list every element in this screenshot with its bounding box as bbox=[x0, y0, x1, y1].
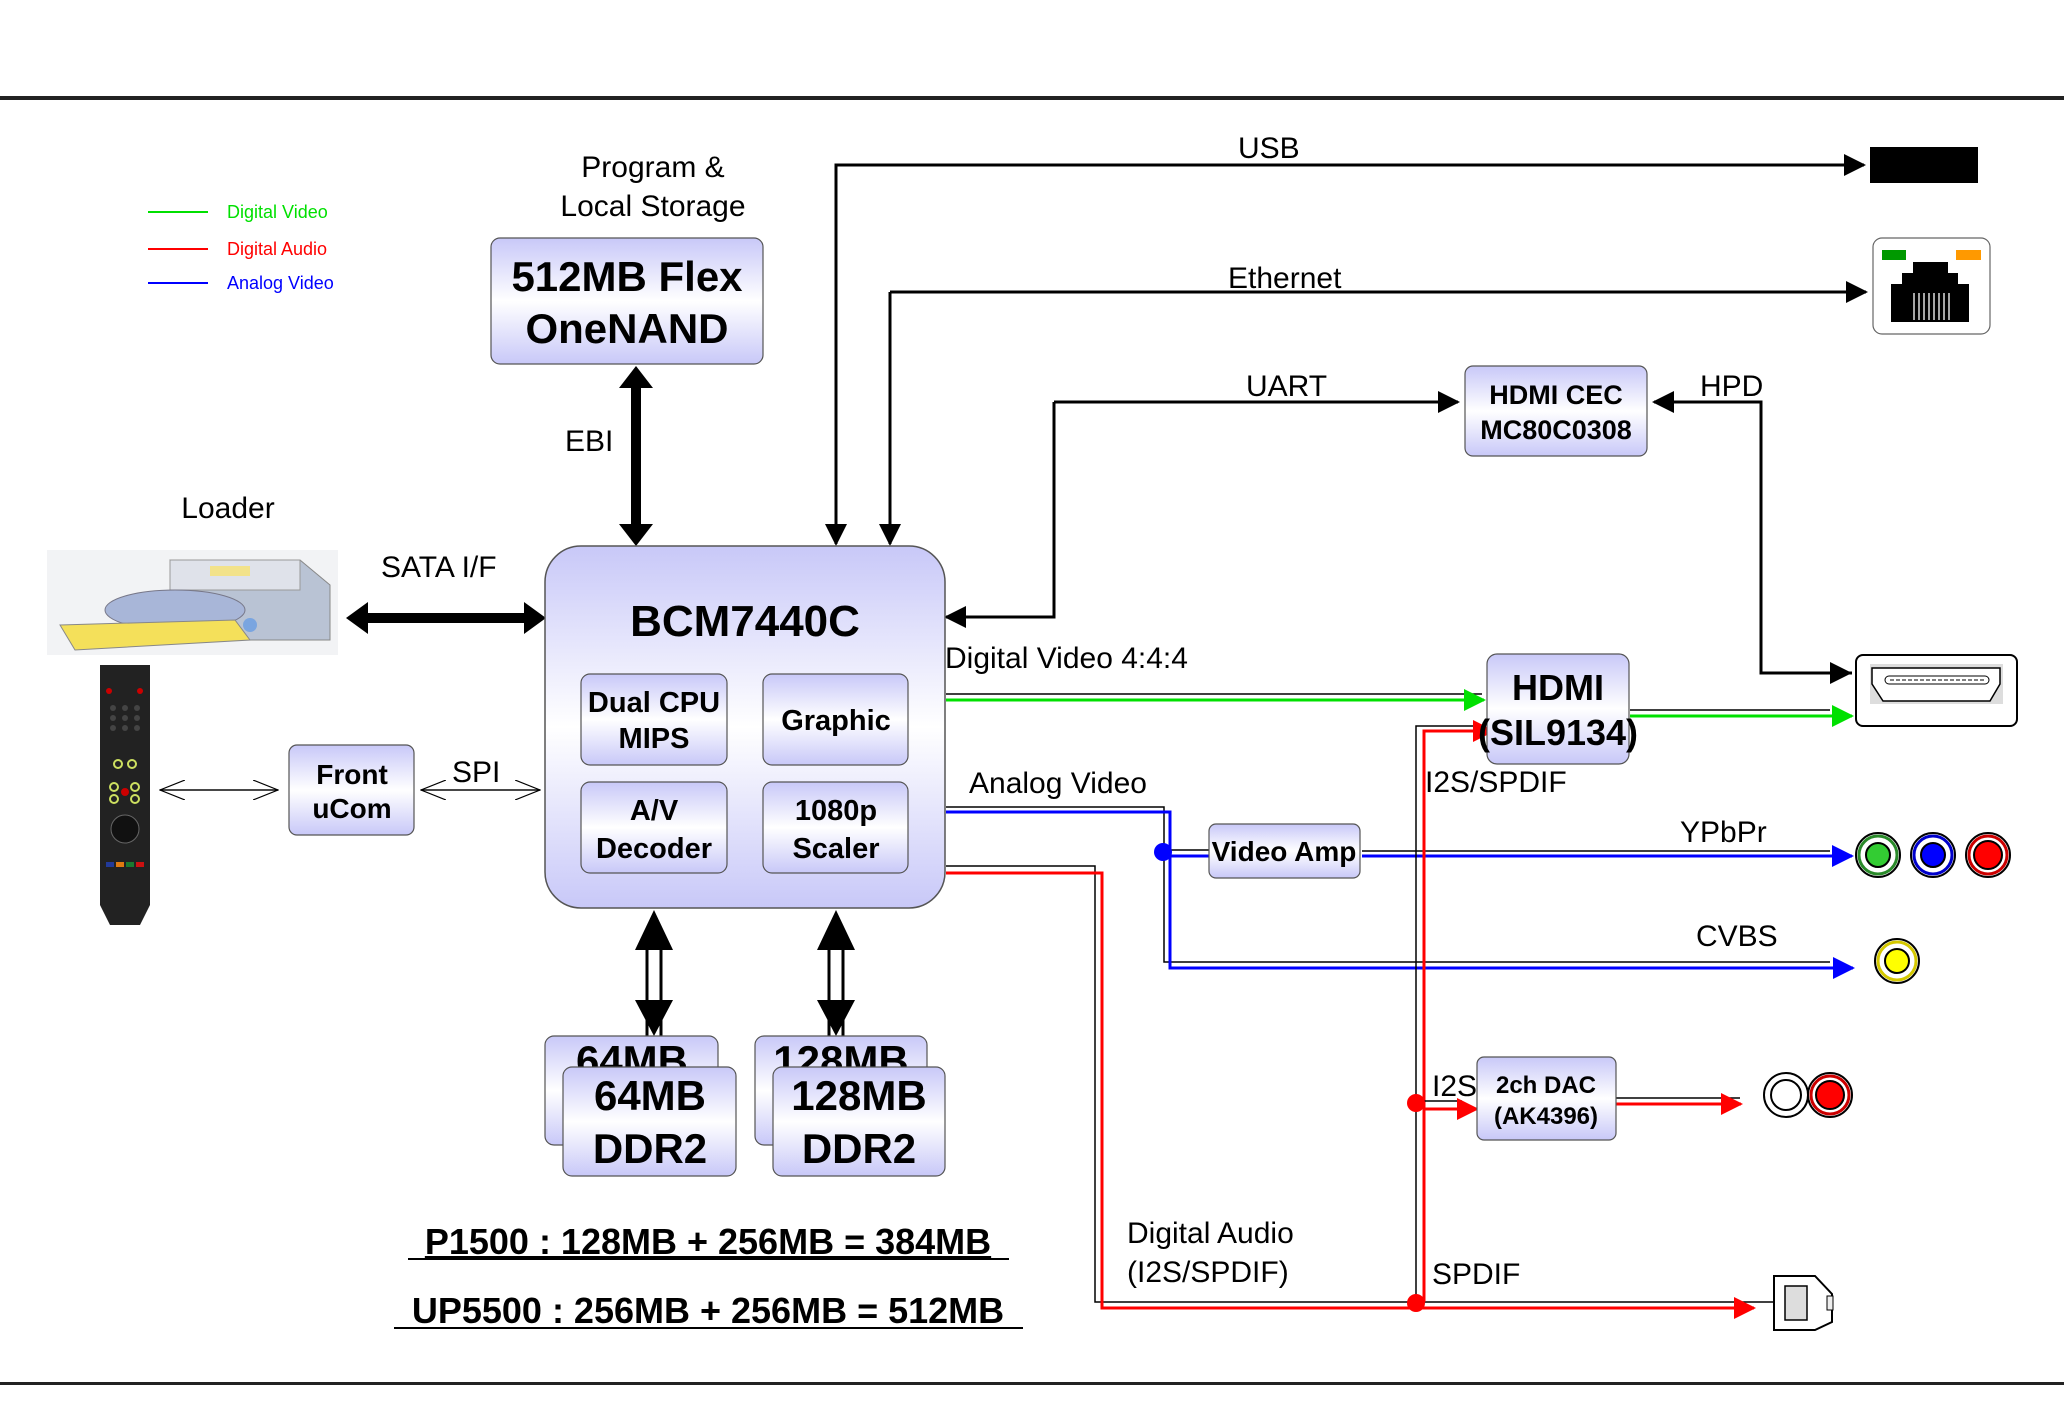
ebi-label: EBI bbox=[565, 425, 613, 458]
soc-block-graphic-label: Graphic bbox=[781, 705, 891, 737]
soc-block-scaler-label-2: Scaler bbox=[792, 833, 879, 865]
soc-block-decoder-label-2: Decoder bbox=[596, 833, 712, 865]
hpd-label: HPD bbox=[1700, 370, 1763, 403]
soc-title: BCM7440C bbox=[630, 597, 860, 646]
soc-block-cpu-label-1: Dual CPU bbox=[588, 687, 720, 719]
optical-spdif-port-icon bbox=[1773, 1275, 1834, 1331]
video-amp-label: Video Amp bbox=[1212, 836, 1357, 867]
nand-caption-1: Program & bbox=[581, 151, 724, 184]
spdif-label: SPDIF bbox=[1432, 1258, 1520, 1291]
hdmi-tx-label-2: (SIL9134) bbox=[1478, 712, 1638, 753]
nand-flash: Program & Local Storage 512MB Flex OneNA… bbox=[490, 151, 764, 365]
digital-audio-link: I2S/SPDIF I2S SPDIF Digital Audio (I2S/S… bbox=[946, 720, 1830, 1319]
sata-label: SATA I/F bbox=[381, 551, 497, 584]
uart-label: UART bbox=[1246, 370, 1327, 403]
top-rule bbox=[0, 96, 2064, 100]
optical-drive-icon bbox=[47, 550, 338, 655]
loader: Loader bbox=[47, 492, 338, 655]
i2s-spdif-label: I2S/SPDIF bbox=[1425, 766, 1567, 799]
analog-video-link: Analog Video CVBS bbox=[946, 767, 1855, 979]
ebi-bus: EBI bbox=[565, 366, 653, 546]
cvbs-label: CVBS bbox=[1696, 920, 1778, 953]
composite-video-jack-icon bbox=[1874, 938, 1920, 984]
jack-y-green-icon bbox=[1855, 832, 1901, 878]
ddr-bus-2 bbox=[817, 910, 855, 1041]
hdmi-tx-label-1: HDMI bbox=[1512, 667, 1604, 708]
bottom-rule bbox=[0, 1382, 2064, 1385]
dac-label-1: 2ch DAC bbox=[1496, 1072, 1596, 1099]
ypbpr-label: YPbPr bbox=[1680, 816, 1767, 849]
soc-block-decoder-label-1: A/V bbox=[630, 795, 679, 827]
front-ucom-title-2: uCom bbox=[312, 793, 391, 824]
memory-size-label: 128MB bbox=[791, 1072, 926, 1119]
digital-audio-label-1: Digital Audio bbox=[1127, 1217, 1294, 1250]
memory-ddr2-2: 128MB 128MB DDR2 bbox=[754, 1035, 946, 1177]
jack-audio-red-icon bbox=[1807, 1072, 1853, 1118]
soc-block-cpu bbox=[580, 673, 728, 766]
spi-link: SPI bbox=[421, 756, 540, 790]
digital-audio-label-2: (I2S/SPDIF) bbox=[1127, 1256, 1289, 1289]
sata-bus: SATA I/F bbox=[346, 551, 546, 634]
digital-video-label: Digital Video 4:4:4 bbox=[945, 642, 1188, 675]
jack-pb-blue-icon bbox=[1910, 832, 1956, 878]
soc-block-scaler-label-1: 1080p bbox=[795, 795, 877, 827]
hdmi-cec-label-2: MC80C0308 bbox=[1480, 415, 1632, 445]
legend-label-digital-audio: Digital Audio bbox=[227, 239, 327, 259]
dac-label-2: (AK4396) bbox=[1494, 1103, 1598, 1130]
i2s-junction bbox=[1407, 1094, 1425, 1112]
hdmi-port-icon bbox=[1855, 654, 2018, 727]
legend-label-digital-video: Digital Video bbox=[227, 202, 328, 222]
ethernet-port-icon bbox=[1872, 237, 1991, 335]
memory-type-label: DDR2 bbox=[593, 1125, 707, 1172]
hdmi-transmitter: HDMI (SIL9134) bbox=[1478, 653, 1638, 765]
usb-port-icon bbox=[1870, 147, 1978, 183]
nand-caption-2: Local Storage bbox=[560, 190, 745, 223]
audio-dac: 2ch DAC (AK4396) bbox=[1476, 1056, 1617, 1141]
front-ucom: Front uCom bbox=[288, 744, 415, 836]
soc-bcm7440c: BCM7440C Dual CPU MIPS Graphic A/V Decod… bbox=[544, 545, 946, 909]
component-video-jacks bbox=[1855, 832, 2011, 878]
remote-control-icon bbox=[100, 665, 150, 925]
i2s-label: I2S bbox=[1432, 1070, 1477, 1103]
hpd-connection: HPD bbox=[1652, 370, 1852, 684]
loader-caption: Loader bbox=[181, 492, 274, 525]
spdif-junction bbox=[1407, 1294, 1425, 1312]
legend: Digital Video Digital Audio Analog Video bbox=[148, 202, 334, 293]
analog-audio-jacks bbox=[1763, 1072, 1853, 1118]
spi-label: SPI bbox=[452, 756, 500, 789]
jack-audio-white-icon bbox=[1763, 1072, 1809, 1118]
hdmi-out-link bbox=[1630, 705, 1854, 727]
soc-block-decoder bbox=[580, 781, 728, 874]
usb-label: USB bbox=[1238, 132, 1300, 165]
nand-title-2: OneNAND bbox=[525, 305, 728, 352]
jack-pr-red-icon bbox=[1965, 832, 2011, 878]
memory-ddr2-1: 64MB 64MB DDR2 bbox=[544, 1035, 737, 1177]
soc-block-cpu-label-2: MIPS bbox=[619, 723, 690, 755]
digital-video-link: Digital Video 4:4:4 bbox=[945, 642, 1486, 711]
ddr-bus-1 bbox=[635, 910, 673, 1041]
memory-type-label: DDR2 bbox=[802, 1125, 916, 1172]
ethernet-label: Ethernet bbox=[1228, 262, 1342, 295]
hdmi-cec-label-1: HDMI CEC bbox=[1489, 380, 1623, 410]
memory-size-label: 64MB bbox=[594, 1072, 706, 1119]
soc-block-scaler bbox=[762, 781, 909, 874]
uart-connection: UART bbox=[944, 370, 1460, 628]
ypbpr-link: YPbPr bbox=[1362, 816, 1854, 867]
hdmi-cec: HDMI CEC MC80C0308 bbox=[1464, 365, 1648, 457]
soc-block-graphic bbox=[762, 673, 909, 766]
analog-video-label: Analog Video bbox=[969, 767, 1147, 800]
ethernet-connection: Ethernet bbox=[879, 262, 1868, 546]
nand-title-1: 512MB Flex bbox=[511, 253, 743, 300]
config-note-up5500: UP5500 : 256MB + 256MB = 512MB bbox=[412, 1290, 1004, 1331]
legend-label-analog-video: Analog Video bbox=[227, 273, 334, 293]
usb-connection: USB bbox=[825, 132, 1866, 546]
config-note-p1500: P1500 : 128MB + 256MB = 384MB bbox=[425, 1221, 991, 1262]
config-notes: P1500 : 128MB + 256MB = 384MB UP5500 : 2… bbox=[394, 1221, 1023, 1331]
analog-video-junction bbox=[1154, 843, 1172, 861]
video-amp: Video Amp bbox=[1208, 823, 1361, 879]
front-ucom-title-1: Front bbox=[316, 759, 388, 790]
